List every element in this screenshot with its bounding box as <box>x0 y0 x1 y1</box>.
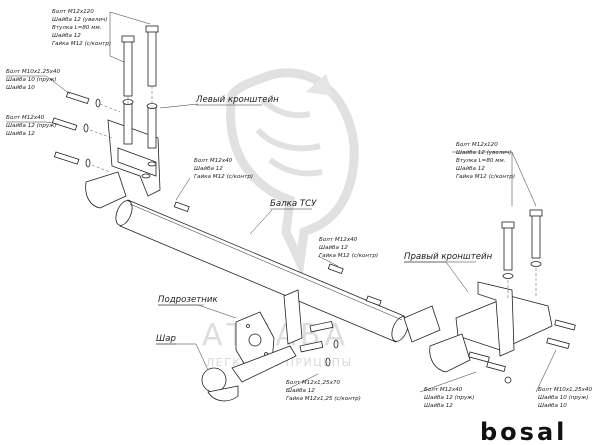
callout-beam-right-line-2: Шайба 12 <box>319 245 348 251</box>
callout-bottom-right-m12-line-2: Шайба 12 (пруж) <box>424 395 475 401</box>
callout-bottom-right-m10-line-3: Шайба 10 <box>538 403 567 409</box>
callout-beam-left-line-1: Болт M12x40 <box>194 158 233 164</box>
callout-top-right: Болт M12x120 Шайба 12 (увелич) Втулка L=… <box>456 142 515 180</box>
callout-top-right-line-3: Втулка L=80 мм. <box>456 158 506 164</box>
tow-bar-beam <box>115 199 409 343</box>
left-top-bolts <box>121 25 159 108</box>
callout-top-left-line-1: Болт M12x120 <box>52 9 94 15</box>
bosal-logo: bosal <box>480 418 567 445</box>
right-bracket <box>403 209 553 373</box>
callout-beam-right-line-1: Болт M12x40 <box>319 237 358 243</box>
watermark-logo <box>226 68 359 278</box>
callout-left-m12-line-1: Болт M12x40 <box>6 115 45 121</box>
callout-left-m10-line-1: Болт M10x1,25x40 <box>6 69 60 75</box>
callout-left-m12-line-3: Шайба 12 <box>6 131 35 137</box>
callout-top-left: Болт M12x120 Шайба 12 (увелич) Втулка L=… <box>52 9 111 47</box>
left-side-bolts <box>51 91 121 173</box>
callout-bottom-right-m10-line-1: Болт M10x1,25x40 <box>538 387 592 393</box>
callout-beam-left-line-3: Гайка M12 (с/контр) <box>194 174 253 180</box>
callout-top-left-line-2: Шайба 12 (увелич) <box>52 17 108 23</box>
callout-ball-bolts-line-1: Болт M12x1,25x70 <box>286 380 340 386</box>
callout-top-left-line-5: Гайка M12 (с/контр) <box>52 41 111 47</box>
left-bracket <box>85 99 161 209</box>
label-right-bracket: Правый кронштейн <box>404 252 493 262</box>
callout-left-m10-line-2: Шайба 10 (пруж) <box>6 77 57 83</box>
callout-beam-left-line-2: Шайба 12 <box>194 166 223 172</box>
callout-ball-bolts-line-2: Шайба 12 <box>286 388 315 394</box>
callout-bottom-right-m12: Болт M12x40 Шайба 12 (пруж) Шайба 12 <box>424 387 475 409</box>
callout-left-m10: Болт M10x1,25x40 Шайба 10 (пруж) Шайба 1… <box>6 69 60 91</box>
callout-top-right-line-4: Шайба 12 <box>456 166 485 172</box>
callout-bottom-right-m12-line-1: Болт M12x40 <box>424 387 463 393</box>
beam-bolts <box>173 201 382 306</box>
tow-ball-mount <box>201 289 339 402</box>
right-side-bolts <box>468 319 576 384</box>
label-socket-plate: Подрозетник <box>158 295 218 305</box>
callout-beam-left: Болт M12x40 Шайба 12 Гайка M12 (с/контр) <box>194 158 253 180</box>
callout-beam-right-line-3: Гайка M12 (с/контр) <box>319 253 378 259</box>
label-left-bracket: Левый кронштейн <box>195 95 279 105</box>
callout-top-right-line-5: Гайка M12 (с/контр) <box>456 174 515 180</box>
label-beam: Балка ТСУ <box>270 199 317 209</box>
callout-left-m12: Болт M12x40 Шайба 12 (пруж) Шайба 12 <box>6 115 57 137</box>
callout-top-left-line-3: Втулка L=80 мм. <box>52 25 102 31</box>
callout-bottom-right-m10-line-2: Шайба 10 (пруж) <box>538 395 589 401</box>
callout-ball-bolts-line-3: Гайка M12x1,25 (с/контр) <box>286 396 361 402</box>
callout-ball-bolts: Болт M12x1,25x70 Шайба 12 Гайка M12x1,25… <box>286 380 361 402</box>
callout-bottom-right-m12-line-3: Шайба 12 <box>424 403 453 409</box>
callout-beam-right: Болт M12x40 Шайба 12 Гайка M12 (с/контр) <box>319 237 378 259</box>
callout-bottom-right-m10: Болт M10x1,25x40 Шайба 10 (пруж) Шайба 1… <box>538 387 592 409</box>
label-ball: Шар <box>156 334 176 344</box>
callout-top-left-line-4: Шайба 12 <box>52 33 81 39</box>
callout-top-right-line-1: Болт M12x120 <box>456 142 498 148</box>
callout-left-m12-line-2: Шайба 12 (пруж) <box>6 123 57 129</box>
callout-top-right-line-2: Шайба 12 (увелич) <box>456 150 512 156</box>
callout-left-m10-line-3: Шайба 10 <box>6 85 35 91</box>
